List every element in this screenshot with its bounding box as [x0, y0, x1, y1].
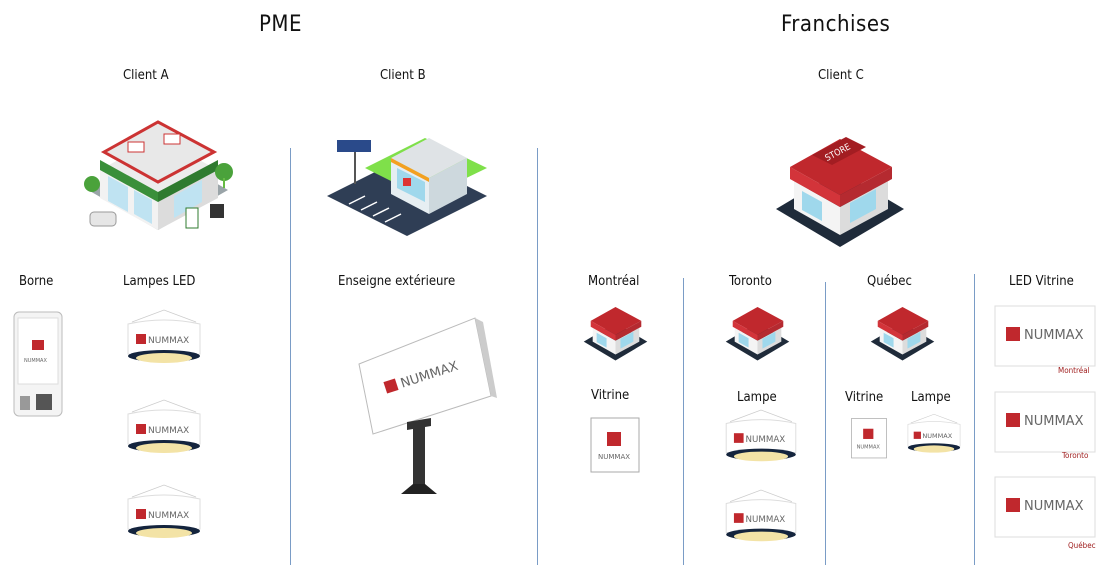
convenience-store-icon — [84, 120, 233, 230]
lamp-quebec-icon: NUMMAX — [907, 413, 961, 453]
label-montreal: Montréal — [588, 274, 640, 289]
svg-text:NUMMAX: NUMMAX — [24, 358, 47, 364]
divider-qc-vitrine — [974, 274, 975, 565]
lamp-brand-tor-2: NUMMAX — [746, 515, 786, 525]
vitrine-city-quebec: Québec — [1068, 541, 1096, 550]
label-quebec: Québec — [867, 274, 912, 289]
label-toronto: Toronto — [729, 274, 772, 289]
led-vitrine-panel-3: NUMMAX — [994, 476, 1096, 538]
label-lampe-quebec: Lampe — [911, 390, 951, 405]
lamp-toronto-1-icon: NUMMAX — [725, 409, 797, 462]
label-borne: Borne — [19, 274, 54, 289]
vitrine-brand-1: NUMMAX — [1024, 328, 1084, 343]
title-pme: PME — [259, 12, 303, 37]
led-lamp-icon-3: NUMMAX — [127, 484, 201, 538]
title-franchises: Franchises — [781, 12, 891, 37]
kiosk-icon: NUMMAX — [13, 311, 63, 417]
lamp-brand-qc: NUMMAX — [922, 432, 952, 440]
vitrine-brand-3: NUMMAX — [1024, 499, 1084, 514]
lamp-brand-3: NUMMAX — [148, 511, 189, 521]
label-lampes-led: Lampes LED — [123, 274, 196, 289]
vitrine-city-montreal: Montréal — [1058, 366, 1090, 375]
small-store-parking-icon — [327, 138, 487, 236]
store-quebec-icon — [870, 306, 935, 361]
lamp-brand-tor-1: NUMMAX — [746, 435, 786, 445]
billboard-icon: NUMMAX — [358, 317, 497, 494]
divider-a-b — [290, 148, 291, 565]
label-lampe-toronto: Lampe — [737, 390, 777, 405]
led-vitrine-panel-1: NUMMAX — [994, 305, 1096, 367]
client-a-label: Client A — [123, 68, 169, 83]
label-vitrine-quebec: Vitrine — [845, 390, 884, 405]
label-enseigne: Enseigne extérieure — [338, 274, 456, 289]
divider-mtl-tor — [683, 278, 684, 565]
led-vitrine-panel-2: NUMMAX — [994, 391, 1096, 453]
vitrine-screen-quebec-icon: NUMMAX — [851, 418, 887, 459]
lamp-toronto-2-icon: NUMMAX — [725, 489, 797, 542]
divider-tor-qc — [825, 282, 826, 565]
led-lamp-icon-1: NUMMAX — [127, 309, 201, 363]
franchise-store-icon: STORE — [776, 137, 904, 247]
svg-text:NUMMAX: NUMMAX — [857, 444, 881, 450]
led-lamp-icon-2: NUMMAX — [127, 399, 201, 453]
divider-pme-franchises — [537, 148, 538, 565]
client-c-label: Client C — [818, 68, 864, 83]
lamp-brand-1: NUMMAX — [148, 336, 189, 346]
svg-text:NUMMAX: NUMMAX — [598, 453, 630, 461]
vitrine-screen-montreal-icon: NUMMAX — [590, 417, 640, 473]
vitrine-city-toronto: Toronto — [1062, 451, 1089, 460]
client-b-label: Client B — [380, 68, 426, 83]
label-led-vitrine: LED Vitrine — [1009, 274, 1074, 289]
vitrine-brand-2: NUMMAX — [1024, 414, 1084, 429]
label-vitrine-montreal: Vitrine — [591, 388, 630, 403]
lamp-brand-2: NUMMAX — [148, 426, 189, 436]
store-montreal-icon — [583, 306, 648, 361]
store-toronto-icon — [725, 306, 790, 361]
